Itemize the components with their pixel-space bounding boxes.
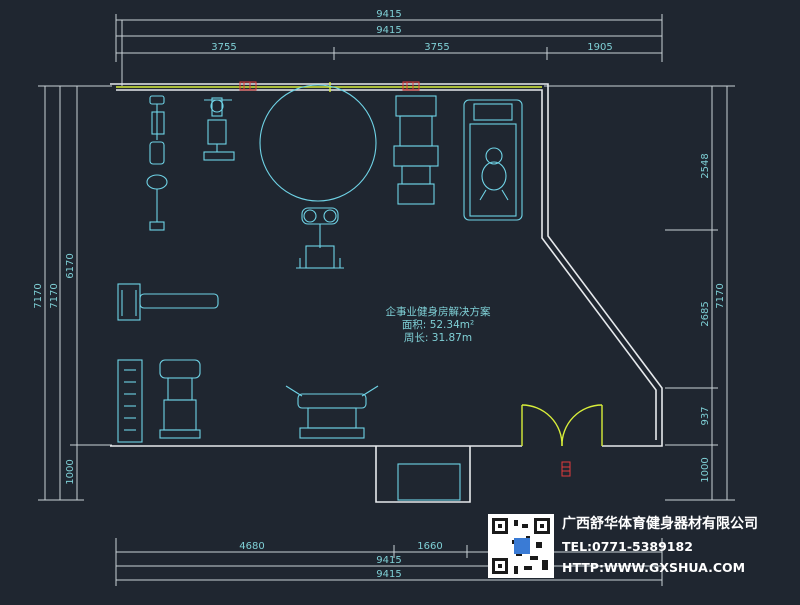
dim-left-inner: 6170 <box>65 253 76 278</box>
brand-telephone: TEL:0771-5389182 <box>562 539 693 554</box>
dim-right-seg-1: 2548 <box>700 153 711 178</box>
dumbbell-rack-icon <box>117 359 143 443</box>
dim-bottom-seg-1: 4680 <box>239 541 264 552</box>
top-windows <box>116 82 542 92</box>
leg-machine-icon <box>285 385 379 439</box>
dim-right-total: 7170 <box>715 283 726 308</box>
dim-left-mid: 7170 <box>49 283 60 308</box>
dim-left-bottom: 1000 <box>65 459 76 484</box>
dim-right-seg-2: 2685 <box>700 301 711 326</box>
dim-bottom-total-2: 9415 <box>376 569 401 580</box>
treadmill-icon <box>463 99 523 221</box>
dim-bottom-seg-2: 1660 <box>417 541 442 552</box>
recumbent-bike-icon <box>159 359 201 439</box>
dim-top-seg-1: 3755 <box>211 42 236 53</box>
top-dimensions: 9415 9415 3755 3755 1905 <box>115 9 663 86</box>
qr-code <box>488 514 554 578</box>
plan-title: 企事业健身房解决方案 <box>386 305 491 318</box>
plan-perimeter: 周长: 31.87m <box>404 332 472 344</box>
left-dimensions: 7170 7170 6170 1000 <box>33 85 112 501</box>
storage-box-icon <box>397 463 461 501</box>
elliptical-trainer-icon <box>203 97 235 161</box>
upright-bike-icon <box>146 95 168 231</box>
dim-right-seg-4: 1000 <box>700 457 711 482</box>
seated-press-machine-icon <box>296 207 344 269</box>
room-inner-outline <box>116 89 657 440</box>
brand-company-name: 广西舒华体育健身器材有限公司 <box>562 515 758 532</box>
dim-bottom-total-1: 9415 <box>376 555 401 566</box>
weight-bench-icon <box>117 283 219 321</box>
right-dimensions: 2548 2685 937 1000 7170 <box>544 85 735 501</box>
red-markers <box>239 81 571 477</box>
dim-top-seg-2: 3755 <box>424 42 449 53</box>
brand-website: HTTP:WWW.GXSHUA.COM <box>562 560 745 575</box>
bottom-dimensions: 4680 1660 9415 9415 <box>115 538 663 586</box>
room-outline <box>110 83 663 503</box>
dim-left-outer: 7170 <box>33 283 44 308</box>
entrance-double-door <box>521 404 603 447</box>
dim-top-seg-3: 1905 <box>587 42 612 53</box>
dim-top-total-1: 9415 <box>376 9 401 20</box>
dim-right-seg-3: 937 <box>700 406 711 425</box>
multi-station-machine-icon <box>393 95 439 205</box>
plan-area: 面积: 52.34m² <box>402 319 474 331</box>
dim-top-total-2: 9415 <box>376 25 401 36</box>
stretching-mat-circle <box>259 84 377 202</box>
